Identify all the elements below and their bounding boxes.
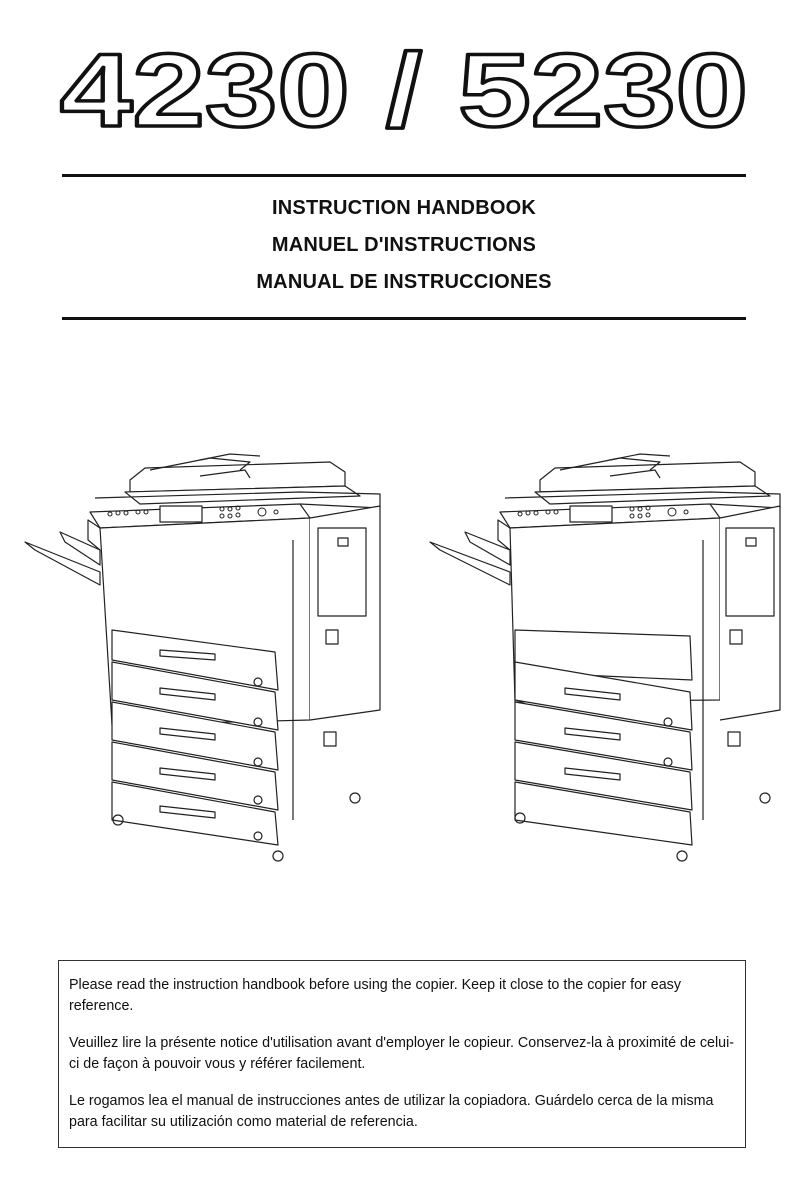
model-title: 4230 / 5230 [58, 31, 750, 151]
top-divider [62, 174, 746, 177]
subtitle-english: INSTRUCTION HANDBOOK [272, 197, 536, 219]
notice-english: Please read the instruction handbook bef… [69, 977, 681, 1014]
usage-notice-box: Please read the instruction handbook bef… [58, 960, 746, 1148]
notice-french: Veuillez lire la présente notice d'utili… [69, 1035, 735, 1072]
subtitle-spanish: MANUAL DE INSTRUCCIONES [256, 271, 552, 293]
subtitle-french: MANUEL D'INSTRUCTIONS [271, 234, 537, 256]
copier-with-four-drawers-icon [24, 453, 381, 862]
copier-with-large-capacity-tray-icon [429, 453, 781, 862]
copier-illustration [24, 453, 781, 862]
model-title-text: 4230 / 5230 [60, 33, 748, 149]
handbook-titles: INSTRUCTION HANDBOOK MANUEL D'INSTRUCTIO… [0, 190, 808, 301]
notice-spanish: Le rogamos lea el manual de instruccione… [69, 1093, 714, 1130]
bottom-divider [62, 317, 746, 320]
